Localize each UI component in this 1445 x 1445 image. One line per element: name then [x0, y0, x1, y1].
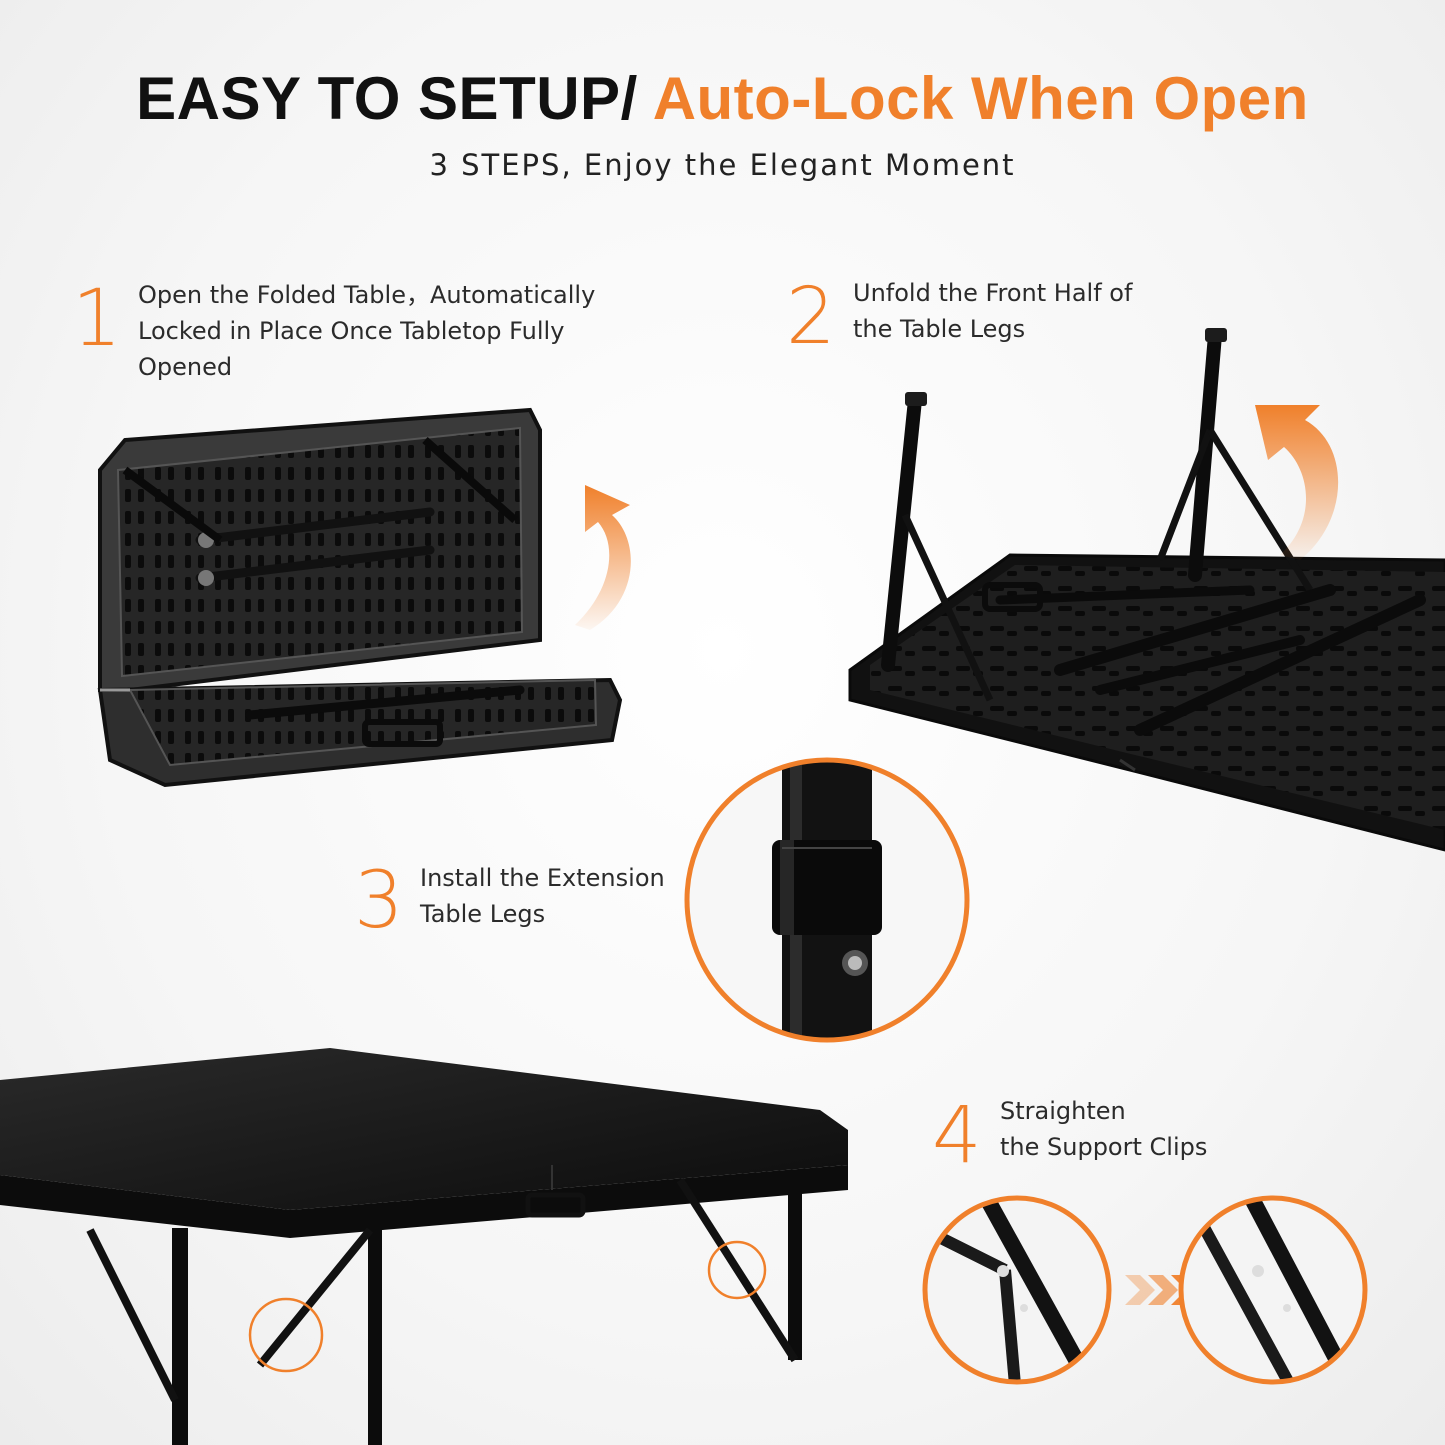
step-1-number: 1 — [72, 274, 122, 364]
curved-arrow-icon — [1255, 405, 1339, 560]
step-3-line: Install the Extension — [420, 864, 665, 892]
step-4-line: Straighten — [1000, 1097, 1126, 1125]
step-2-number: 2 — [786, 272, 836, 362]
unfolded-legs-image — [848, 328, 1445, 852]
step-4-text: Straighten the Support Clips — [1000, 1093, 1207, 1165]
page-subtitle: 3 STEPS, Enjoy the Elegant Moment — [429, 148, 1016, 182]
extension-leg-closeup — [684, 757, 970, 1043]
page-title: EASY TO SETUP/ Auto-Lock When Open — [0, 64, 1445, 133]
title-dark: EASY TO SETUP/ — [136, 65, 638, 132]
step-2-line: the Table Legs — [853, 315, 1026, 343]
curved-arrow-icon — [575, 485, 631, 630]
step-3-line: Table Legs — [420, 900, 546, 928]
title-accent: Auto-Lock When Open — [652, 65, 1309, 132]
step-1-line: Open the Folded Table，Automatically — [138, 281, 596, 309]
support-clip-after — [1178, 1195, 1368, 1385]
step-1-line: Opened — [138, 353, 233, 381]
step-1-line: Locked in Place Once Tabletop Fully — [138, 317, 565, 345]
step-2-text: Unfold the Front Half of the Table Legs — [853, 275, 1132, 347]
step-4-line: the Support Clips — [1000, 1133, 1208, 1161]
folded-table-image — [97, 407, 623, 788]
step-2-line: Unfold the Front Half of — [853, 279, 1133, 307]
step-1-text: Open the Folded Table，Automatically Lock… — [138, 277, 595, 385]
support-clip-before — [922, 1195, 1112, 1385]
step-4-number: 4 — [932, 1091, 982, 1181]
step-3-number: 3 — [354, 856, 404, 946]
standing-table-image — [0, 1048, 848, 1445]
step-3-text: Install the Extension Table Legs — [420, 860, 665, 932]
